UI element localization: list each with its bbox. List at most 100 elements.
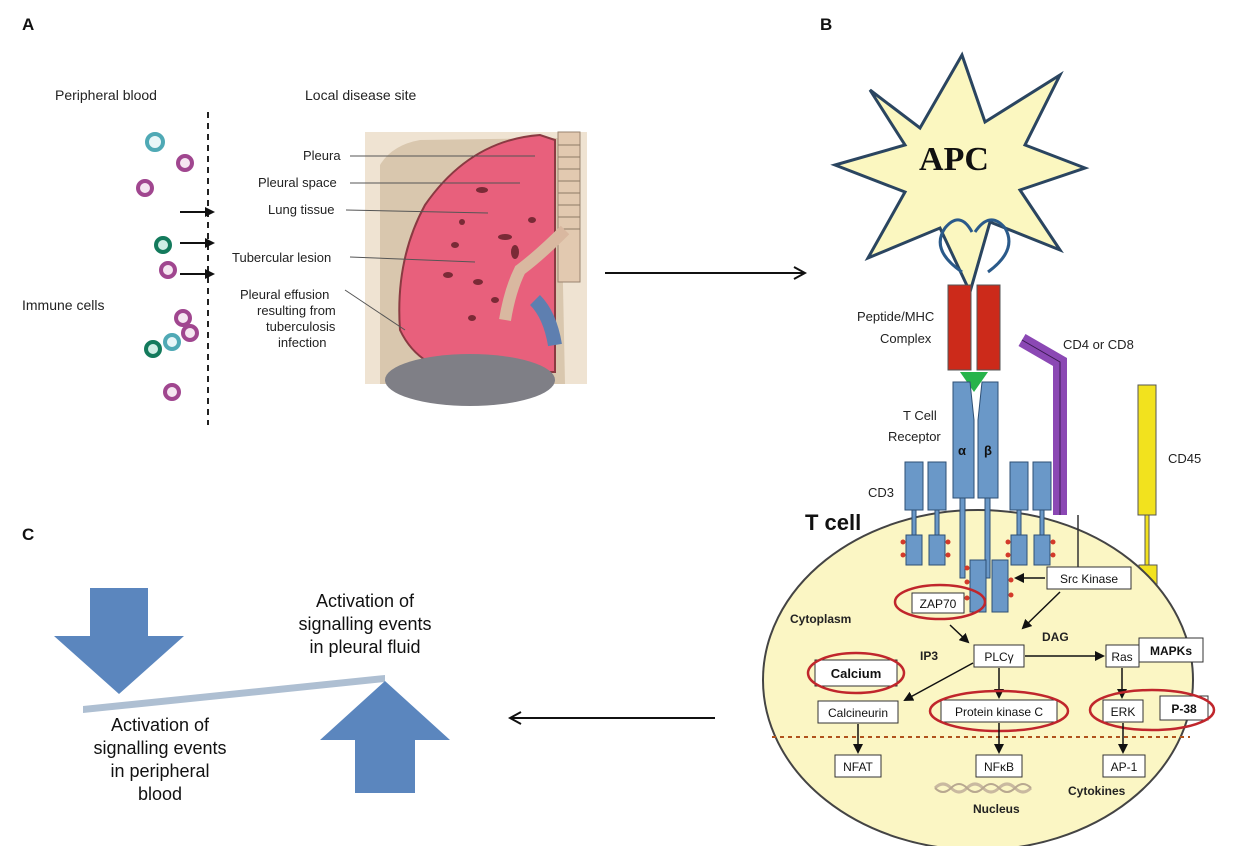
cd4-cd8-label: CD4 or CD8 (1063, 337, 1134, 352)
peripheral-activation-text: blood (138, 784, 182, 804)
ip3-label: IP3 (920, 649, 938, 663)
cytoplasm-label: Cytoplasm (790, 612, 851, 626)
up-arrow (320, 681, 450, 793)
panel-label-c: C (22, 525, 34, 544)
binding-loop (973, 218, 1011, 274)
pleural-activation-text: signalling events (298, 614, 431, 634)
cd45-label: CD45 (1168, 451, 1201, 466)
lung-labels (344, 155, 535, 331)
cd3-label: CD3 (868, 485, 894, 500)
zap70-to-plcy-arrow (949, 624, 970, 644)
calcineurin-box (817, 700, 899, 724)
plcy-box (973, 644, 1025, 668)
down-arrow (54, 588, 184, 694)
ap1-label: AP-1 (1111, 760, 1138, 774)
calcium-highlight (806, 651, 906, 695)
pkc-box (940, 699, 1058, 723)
zap70-highlight (893, 583, 987, 621)
src-kinase-label: Src Kinase (1060, 572, 1118, 586)
pleural-space-label: Pleural space (258, 175, 337, 190)
tcr-stem (984, 497, 991, 579)
panel-label-b: B (820, 15, 832, 34)
peptide-mhc-label: Peptide/MHC (857, 309, 934, 324)
pleural-activation-text: in pleural fluid (309, 637, 420, 657)
erk-p38-highlight (1088, 688, 1216, 732)
tcr-alpha-label: α (958, 443, 966, 458)
immune-cell (159, 261, 177, 279)
cd45-stem (1144, 514, 1150, 566)
dna-strand (934, 783, 1032, 793)
cd45-molecule (1137, 384, 1157, 516)
tcr-label: T Cell (903, 408, 937, 423)
lung-illustration (365, 131, 587, 406)
immune-cell (144, 340, 162, 358)
calcium-box (814, 659, 898, 687)
tcr-alpha-chain (952, 381, 975, 499)
local-disease-site-heading: Local disease site (305, 87, 417, 103)
cd3-complex-left (904, 461, 947, 566)
tcr-label: Receptor (888, 429, 941, 444)
peripheral-blood-heading: Peripheral blood (55, 87, 157, 103)
nfkb-box (975, 754, 1023, 778)
panel-label-a: A (22, 15, 34, 34)
cytokines-label: Cytokines (1068, 784, 1126, 798)
ras-label: Ras (1111, 650, 1132, 664)
immune-cell (136, 179, 154, 197)
zap70-box (911, 592, 965, 614)
immune-cells-group (136, 132, 199, 401)
balance-beam (83, 675, 385, 713)
plcy-to-calcineurin-arrow (903, 662, 974, 701)
ap1-box (1102, 754, 1146, 778)
mhc-bar (947, 284, 972, 371)
pleural-activation-text: Activation of (316, 591, 415, 611)
nucleus-label: Nucleus (973, 802, 1020, 816)
mapks-label: MAPKs (1150, 644, 1192, 658)
apc-label: APC (919, 141, 989, 178)
cd4-cd8-outline (1021, 339, 1061, 515)
peptide-triangle (960, 372, 988, 392)
tcr-beta-chain (977, 381, 999, 499)
peptide-mhc-label: Complex (880, 331, 932, 346)
peripheral-activation-text: signalling events (93, 738, 226, 758)
immune-cell (163, 383, 181, 401)
plcy-label: PLCγ (984, 650, 1013, 664)
cd3-complex-right (1009, 461, 1052, 566)
immune-cells-label: Immune cells (22, 297, 104, 313)
calcium-label: Calcium (831, 666, 882, 681)
tubercular-lesion-label: Tubercular lesion (232, 250, 331, 265)
pleural-effusion-label: Pleural effusion (240, 287, 329, 302)
src-kinase-box (1046, 566, 1132, 590)
p38-box (1159, 695, 1209, 721)
immune-cell (174, 309, 192, 327)
tcr-stem (959, 497, 966, 579)
mhc-bar (976, 284, 1001, 371)
zeta-chain (991, 559, 1009, 613)
itam-dots (900, 539, 1056, 601)
erk-box (1102, 699, 1144, 723)
immune-cell (163, 333, 181, 351)
src-to-plcy-arrow (1021, 591, 1061, 630)
mapks-box (1138, 637, 1204, 663)
pleural-effusion-label: infection (278, 335, 326, 350)
lung-tissue-label: Lung tissue (268, 202, 335, 217)
apc-starburst (830, 51, 1090, 297)
binding-loop (938, 218, 974, 274)
immune-cell (176, 154, 194, 172)
nfat-label: NFAT (843, 760, 873, 774)
pleura-label: Pleura (303, 148, 341, 163)
immune-cell (154, 236, 172, 254)
dag-label: DAG (1042, 630, 1069, 644)
pleural-effusion-label: tuberculosis (266, 319, 336, 334)
tcr-beta-label: β (984, 443, 992, 458)
zap70-label: ZAP70 (920, 597, 957, 611)
pleural-effusion-label: resulting from (257, 303, 336, 318)
pkc-label: Protein kinase C (955, 705, 1043, 719)
immune-cell (181, 324, 199, 342)
immune-cell (145, 132, 165, 152)
nfkb-label: NFκB (984, 760, 1014, 774)
erk-label: ERK (1111, 705, 1136, 719)
p38-label: P-38 (1171, 702, 1197, 716)
peripheral-activation-text: in peripheral (110, 761, 209, 781)
peripheral-activation-text: Activation of (111, 715, 210, 735)
